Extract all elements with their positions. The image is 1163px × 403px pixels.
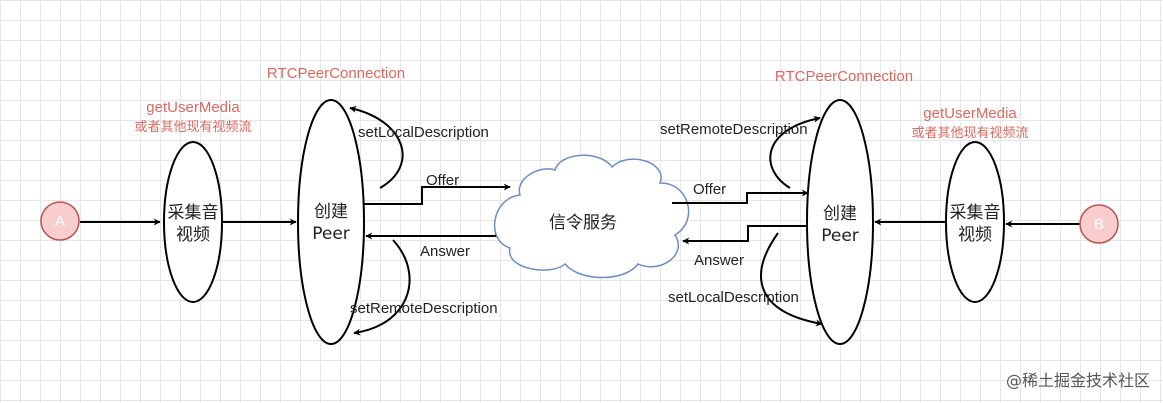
capture-node-left-line2: 视频 <box>176 225 210 245</box>
peer-node-left-line1: 创建 <box>314 202 348 222</box>
peer-node-left-line2: Peer <box>312 224 350 244</box>
actor-b-label: B <box>1094 216 1104 233</box>
offer-edge-right <box>672 189 809 204</box>
rtc-peer-connection-right: RTCPeerConnection <box>775 68 913 85</box>
set-remote-loop-right <box>769 115 821 189</box>
offer-label-right: Offer <box>693 181 726 198</box>
set-local-description-right: setLocalDescription <box>668 289 799 306</box>
get-user-media-right: getUserMedia <box>923 105 1017 122</box>
capture-node-left-line1: 采集音 <box>168 203 219 223</box>
peer-node-right-line2: Peer <box>821 226 859 246</box>
actor-b: B <box>1079 204 1119 244</box>
set-remote-description-left: setRemoteDescription <box>350 300 498 317</box>
peer-node-left: 创建 Peer <box>297 99 365 345</box>
actor-a-label: A <box>55 213 65 230</box>
set-remote-loop-left <box>353 239 411 336</box>
actor-a: A <box>40 201 80 241</box>
answer-edge-left <box>365 221 512 240</box>
peer-node-right-line1: 创建 <box>823 204 857 224</box>
capture-node-left: 采集音 视频 <box>163 141 223 303</box>
set-local-loop-left <box>349 105 404 189</box>
offer-label-left: Offer <box>426 172 459 189</box>
set-local-loop-right <box>760 232 823 327</box>
media-sublabel-left: 或者其他现有视频流 <box>134 120 251 135</box>
capture-node-right-line1: 采集音 <box>950 203 1001 223</box>
set-remote-description-right: setRemoteDescription <box>660 121 808 138</box>
rtc-peer-connection-left: RTCPeerConnection <box>267 65 405 82</box>
signaling-server-cloud: 信令服务 <box>493 154 690 279</box>
peer-node-right: 创建 Peer <box>806 99 874 345</box>
answer-label-right: Answer <box>694 252 744 269</box>
capture-node-right-line2: 视频 <box>958 225 992 245</box>
answer-label-left: Answer <box>420 243 470 260</box>
set-local-description-left: setLocalDescription <box>358 124 489 141</box>
media-sublabel-right: 或者其他现有视频流 <box>911 126 1028 141</box>
get-user-media-left: getUserMedia <box>146 99 240 116</box>
offer-edge-left <box>364 183 511 205</box>
answer-edge-right <box>682 225 806 245</box>
capture-node-right: 采集音 视频 <box>945 141 1005 303</box>
watermark: @稀土掘金技术社区 <box>1006 371 1150 390</box>
signaling-server-label: 信令服务 <box>549 213 617 233</box>
